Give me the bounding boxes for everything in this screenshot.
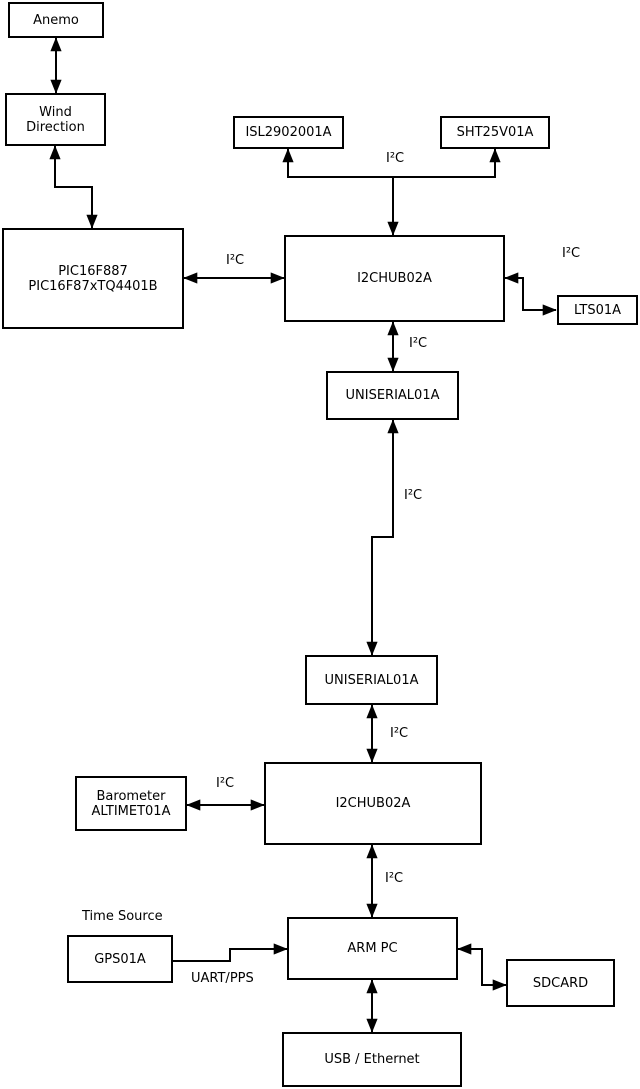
edge-label-uart-pps: UART/PPS [191,971,254,986]
node-isl2902001a-label: ISL2902001A [245,125,332,140]
edge-label-i2c-hub2-armpc: I²C [385,871,404,886]
node-sht25v01a-label: SHT25V01A [456,125,534,140]
node-pic-controller: PIC16F887 PIC16F87xTQ4401B [2,228,184,329]
node-usb-ethernet-label: USB / Ethernet [324,1052,420,1067]
node-uniserial-top: UNISERIAL01A [326,371,459,420]
node-lts01a: LTS01A [557,295,638,325]
edge-armpc-sdcard [457,943,507,991]
node-sdcard-label: SDCARD [532,975,589,991]
node-i2chub-bottom: I2CHUB02A [264,762,482,845]
edge-label-i2c-hub-uniserial: I²C [409,336,428,351]
caption-time-source: Time Source [82,909,163,924]
node-lts01a-label: LTS01A [573,302,622,318]
edge-label-i2c-hub-lts: I²C [562,246,581,261]
node-i2chub-top-label: I2CHUB02A [357,271,432,286]
node-barometer-label-line1: Barometer [96,788,166,804]
node-usb-ethernet: USB / Ethernet [282,1032,462,1087]
edge-hub-lts [504,272,557,316]
node-wind-direction-label-line2: Direction [26,119,85,135]
edge-label-i2c-uniserial-link: I²C [404,488,423,503]
node-wind-direction: Wind Direction [5,93,106,146]
node-i2chub-top: I2CHUB02A [284,235,505,322]
edge-label-i2c-barometer-hub2: I²C [216,776,235,791]
node-sht25v01a: SHT25V01A [440,116,550,149]
node-uniserial-top-label: UNISERIAL01A [345,388,440,403]
node-arm-pc: ARM PC [287,917,458,980]
node-isl2902001a: ISL2902001A [233,116,344,149]
node-barometer: Barometer ALTIMET01A [75,776,187,831]
node-gps01a: GPS01A [67,935,173,983]
node-uniserial-bottom-label: UNISERIAL01A [324,672,419,688]
node-pic-label-line1: PIC16F887 [58,263,128,279]
edge-label-i2c-sensor-bus: I²C [386,151,405,166]
node-i2chub-bottom-label: I2CHUB02A [335,796,411,811]
node-anemo-label: Anemo [33,12,79,28]
node-anemo: Anemo [8,2,104,38]
node-uniserial-bottom: UNISERIAL01A [305,655,438,705]
edge-uniserial-link [366,419,399,656]
node-wind-direction-label-line1: Wind [39,104,72,120]
edge-gps-armpc [173,943,288,962]
node-pic-label-line2: PIC16F87xTQ4401B [28,278,158,294]
edge-sensorbus-isl-sht [282,148,501,178]
node-gps01a-label: GPS01A [94,951,146,967]
node-barometer-label-line2: ALTIMET01A [91,803,171,819]
node-sdcard: SDCARD [506,959,615,1007]
node-arm-pc-label: ARM PC [347,941,398,956]
edge-label-i2c-pic-hub: I²C [226,253,245,268]
edge-label-i2c-uniserial-hub2: I²C [390,726,409,741]
edge-winddirection-pic [49,145,98,229]
